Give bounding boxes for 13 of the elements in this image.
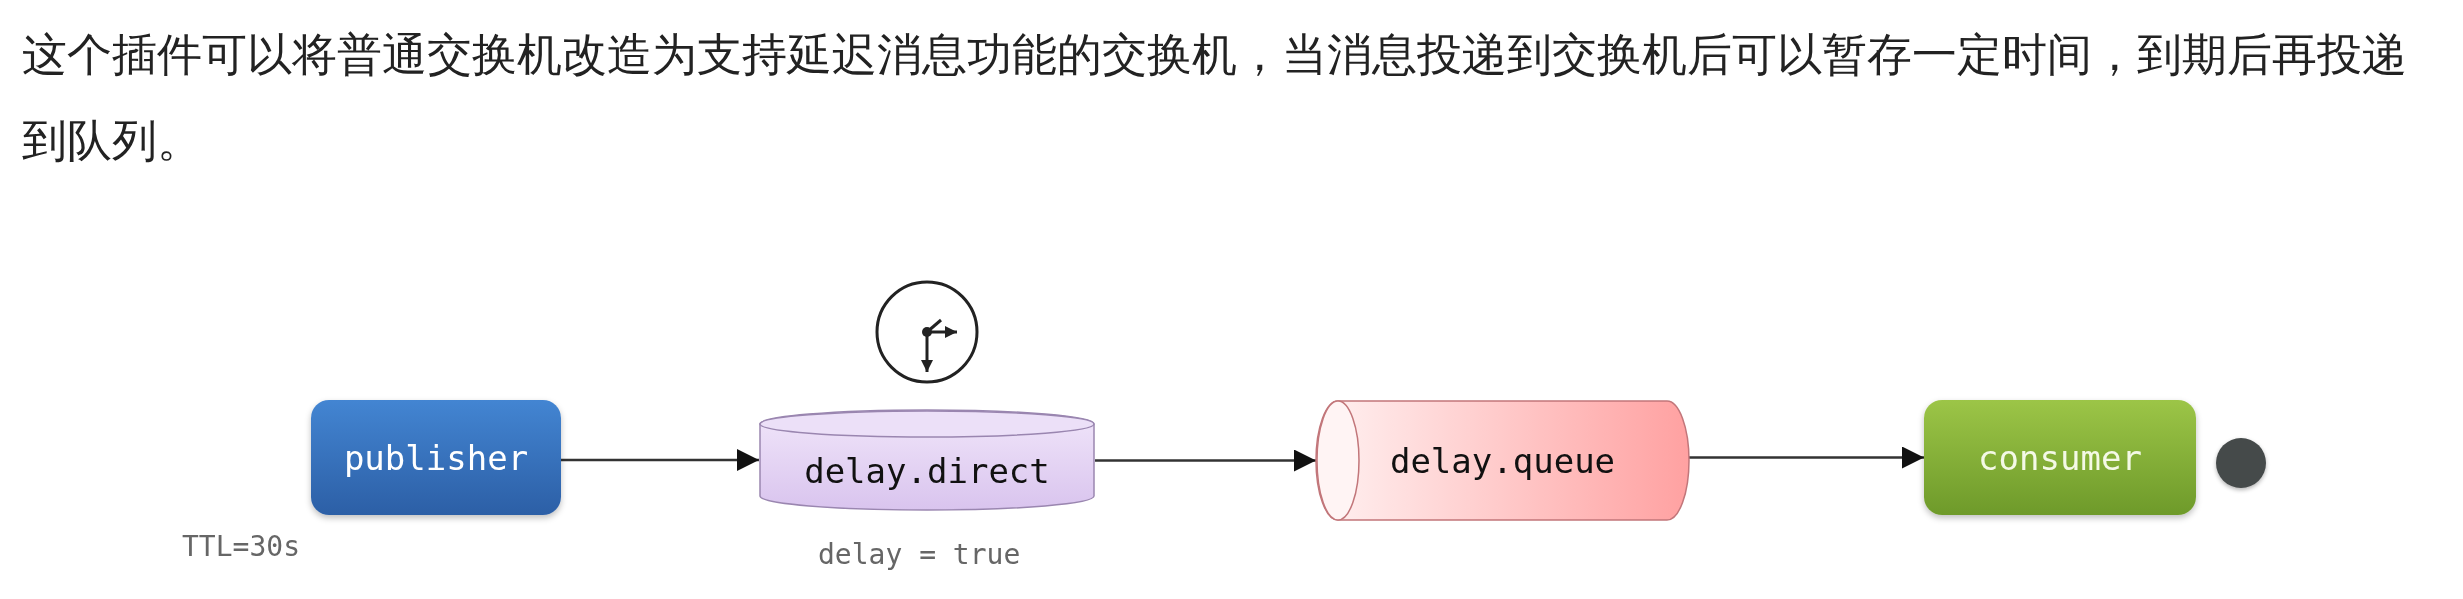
node-label: delay.direct — [804, 451, 1050, 491]
description-text: 这个插件可以将普通交换机改造为支持延迟消息功能的交换机，当消息投递到交换机后可以暂存一定时间，到期后再投递到队列。 — [22, 27, 2408, 169]
arrow — [1095, 449, 1316, 472]
arrow — [1689, 446, 1924, 469]
consumer-box — [1924, 400, 2196, 515]
arrow — [561, 449, 759, 471]
note-text: delay = true — [818, 538, 1021, 571]
node-label: publisher — [343, 437, 529, 478]
end-dot — [2216, 438, 2266, 488]
publisher-box — [311, 400, 561, 515]
note-text: TTL=30s — [182, 530, 300, 563]
node-label: consumer — [1978, 437, 2142, 478]
node-label: delay.queue — [1389, 440, 1616, 481]
